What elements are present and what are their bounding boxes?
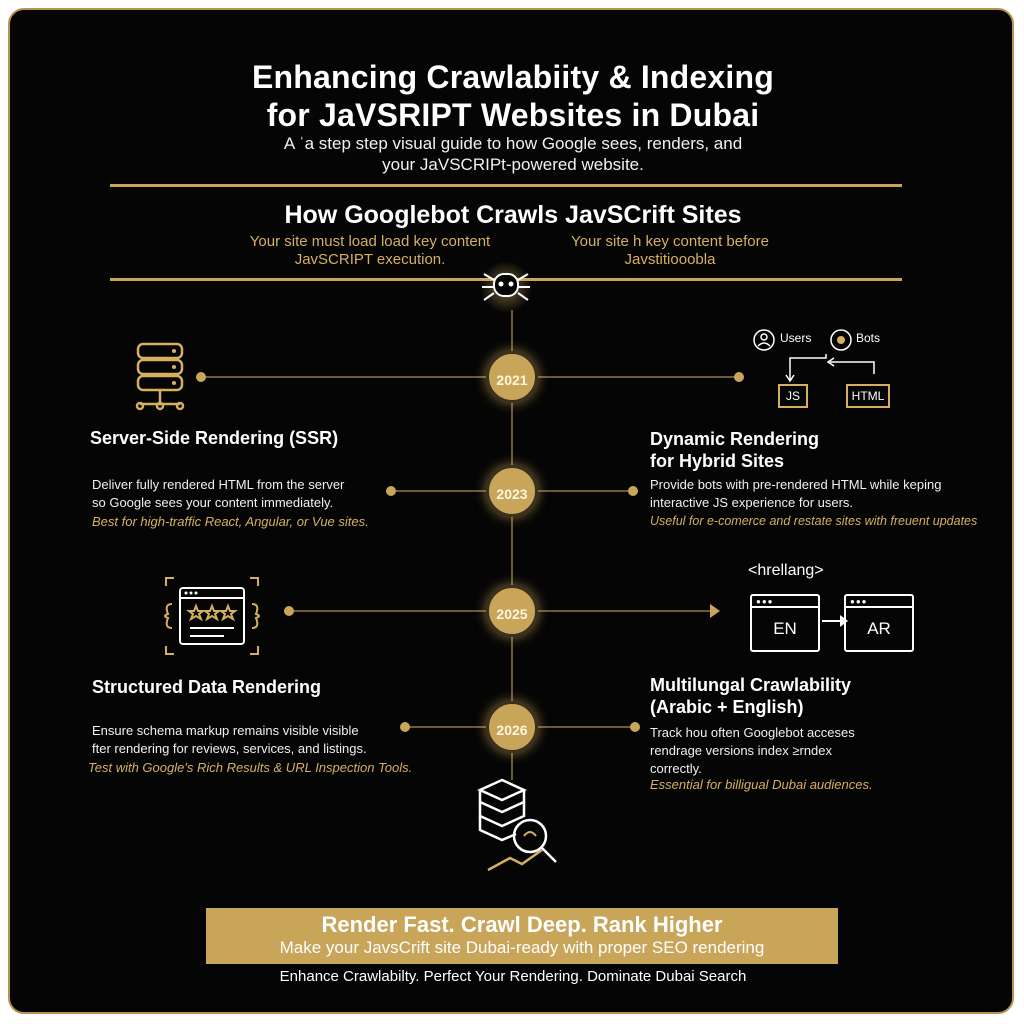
dynamic-note: Useful for e-comerce and restate sites w… bbox=[650, 514, 978, 528]
infographic-frame: Enhancing Crawlabiity & Indexing for JaV… bbox=[8, 8, 1014, 1014]
crawl-left-note-line2: JavSCRIPT execution. bbox=[294, 251, 446, 268]
arrow-right-icon bbox=[710, 604, 720, 618]
cta-subline: Make your JavsCrift site Dubai-ready wit… bbox=[279, 938, 765, 957]
connector-2023-left bbox=[392, 490, 486, 492]
timeline-axis bbox=[511, 310, 513, 780]
crawl-left-note-line1: Your site must load load key content bbox=[249, 233, 491, 250]
html-box: HTML bbox=[846, 384, 890, 408]
dynamic-title-line1: Dynamic Rendering bbox=[650, 429, 820, 449]
window-bar bbox=[752, 606, 818, 608]
timeline-node-2026: 2026 bbox=[486, 701, 538, 753]
footer-tagline: Enhance Crawlabilty. Perfect Your Render… bbox=[279, 968, 747, 985]
ssr-desc-line2: so Google sees your content immediately. bbox=[92, 495, 334, 510]
cta-headline: Render Fast. Crawl Deep. Rank Higher bbox=[321, 912, 723, 937]
ssr-desc-line1: Deliver fully rendered HTML from the ser… bbox=[92, 477, 345, 492]
dynamic-desc-line2: interactive JS experience for users. bbox=[650, 495, 854, 510]
connector-2026-right bbox=[538, 726, 634, 728]
dynamic-desc-line1: Provide bots with pre-rendered HTML whil… bbox=[650, 477, 942, 492]
users-label: Users bbox=[780, 331, 812, 345]
multilingual-title-line1: Multilungal Crawlability bbox=[650, 675, 852, 695]
connector-dot bbox=[284, 606, 294, 616]
connector-2025-left bbox=[290, 610, 486, 612]
ar-label: AR bbox=[867, 619, 891, 638]
bots-label: Bots bbox=[856, 331, 881, 345]
en-window: ●●● EN bbox=[750, 594, 820, 652]
dynamic-rendering-diagram: Users Bots JS HTML bbox=[750, 328, 950, 416]
connector-2026-left bbox=[406, 726, 486, 728]
page-title-line1: Enhancing Crawlabiity & Indexing bbox=[251, 59, 775, 95]
multilingual-note: Essential for billigual Dubai audiences. bbox=[650, 777, 873, 792]
multilingual-desc-line3: correctly. bbox=[650, 761, 702, 776]
connector-dot bbox=[196, 372, 206, 382]
crawl-section-title: How Googlebot Crawls JavSCrift Sites bbox=[284, 201, 742, 229]
connector-dot bbox=[386, 486, 396, 496]
multilingual-desc-line2: rendrage versions index ≥rndex bbox=[650, 743, 833, 758]
ssr-title: Server-Side Rendering (SSR) bbox=[90, 428, 339, 448]
connector-2025-right bbox=[538, 610, 718, 612]
window-bar bbox=[846, 606, 912, 608]
top-divider bbox=[110, 184, 902, 187]
connector-dot bbox=[628, 486, 638, 496]
crawl-right-note-line1: Your site h key content before bbox=[571, 233, 769, 250]
spider-bot-icon bbox=[476, 261, 536, 313]
structured-desc-line2: fter rendering for reviews, services, an… bbox=[92, 741, 367, 756]
timeline-node-2021: 2021 bbox=[486, 351, 538, 403]
page-title-line2: for JaVSRIPT Websites in Dubai bbox=[266, 97, 760, 133]
ar-window: ●●● AR bbox=[844, 594, 914, 652]
structured-desc-line1: Ensure schema markup remains visible vis… bbox=[92, 723, 359, 738]
connector-2021-right bbox=[538, 376, 738, 378]
en-ar-arrow bbox=[822, 620, 844, 622]
structured-note: Test with Google's Rich Results & URL In… bbox=[88, 760, 413, 775]
hreflang-tag: <hrellang> bbox=[748, 562, 824, 579]
multilingual-title-line2: (Arabic + English) bbox=[650, 697, 804, 717]
connector-dot bbox=[734, 372, 744, 382]
en-label: EN bbox=[773, 619, 797, 638]
connector-dot bbox=[630, 722, 640, 732]
connector-2023-right bbox=[538, 490, 632, 492]
multilingual-desc-line1: Track hou often Googlebot acceses bbox=[650, 725, 855, 740]
server-database-icon bbox=[130, 340, 190, 416]
ssr-note: Best for high-traffic React, Angular, or… bbox=[92, 514, 369, 529]
timeline-node-2023: 2023 bbox=[486, 465, 538, 517]
structured-data-browser-icon bbox=[160, 576, 264, 656]
page-subtitle-line2: your JaVSCRIPt-powered website. bbox=[382, 155, 644, 174]
timeline-node-2025: 2025 bbox=[486, 585, 538, 637]
window-dots-icon: ●●● bbox=[850, 597, 868, 606]
connector-dot bbox=[400, 722, 410, 732]
cta-banner: Render Fast. Crawl Deep. Rank Higher Mak… bbox=[206, 908, 838, 964]
dynamic-title-line2: for Hybrid Sites bbox=[650, 451, 785, 471]
js-box: JS bbox=[778, 384, 808, 408]
structured-title: Structured Data Rendering bbox=[92, 677, 322, 697]
page-subtitle-line1: A ˈa step step visual guide to how Googl… bbox=[283, 134, 743, 153]
connector-2021-left bbox=[202, 376, 486, 378]
database-search-icon bbox=[470, 776, 560, 872]
crawl-right-note-line2: Javstitiooobla bbox=[624, 251, 716, 268]
window-dots-icon: ●●● bbox=[756, 597, 774, 606]
